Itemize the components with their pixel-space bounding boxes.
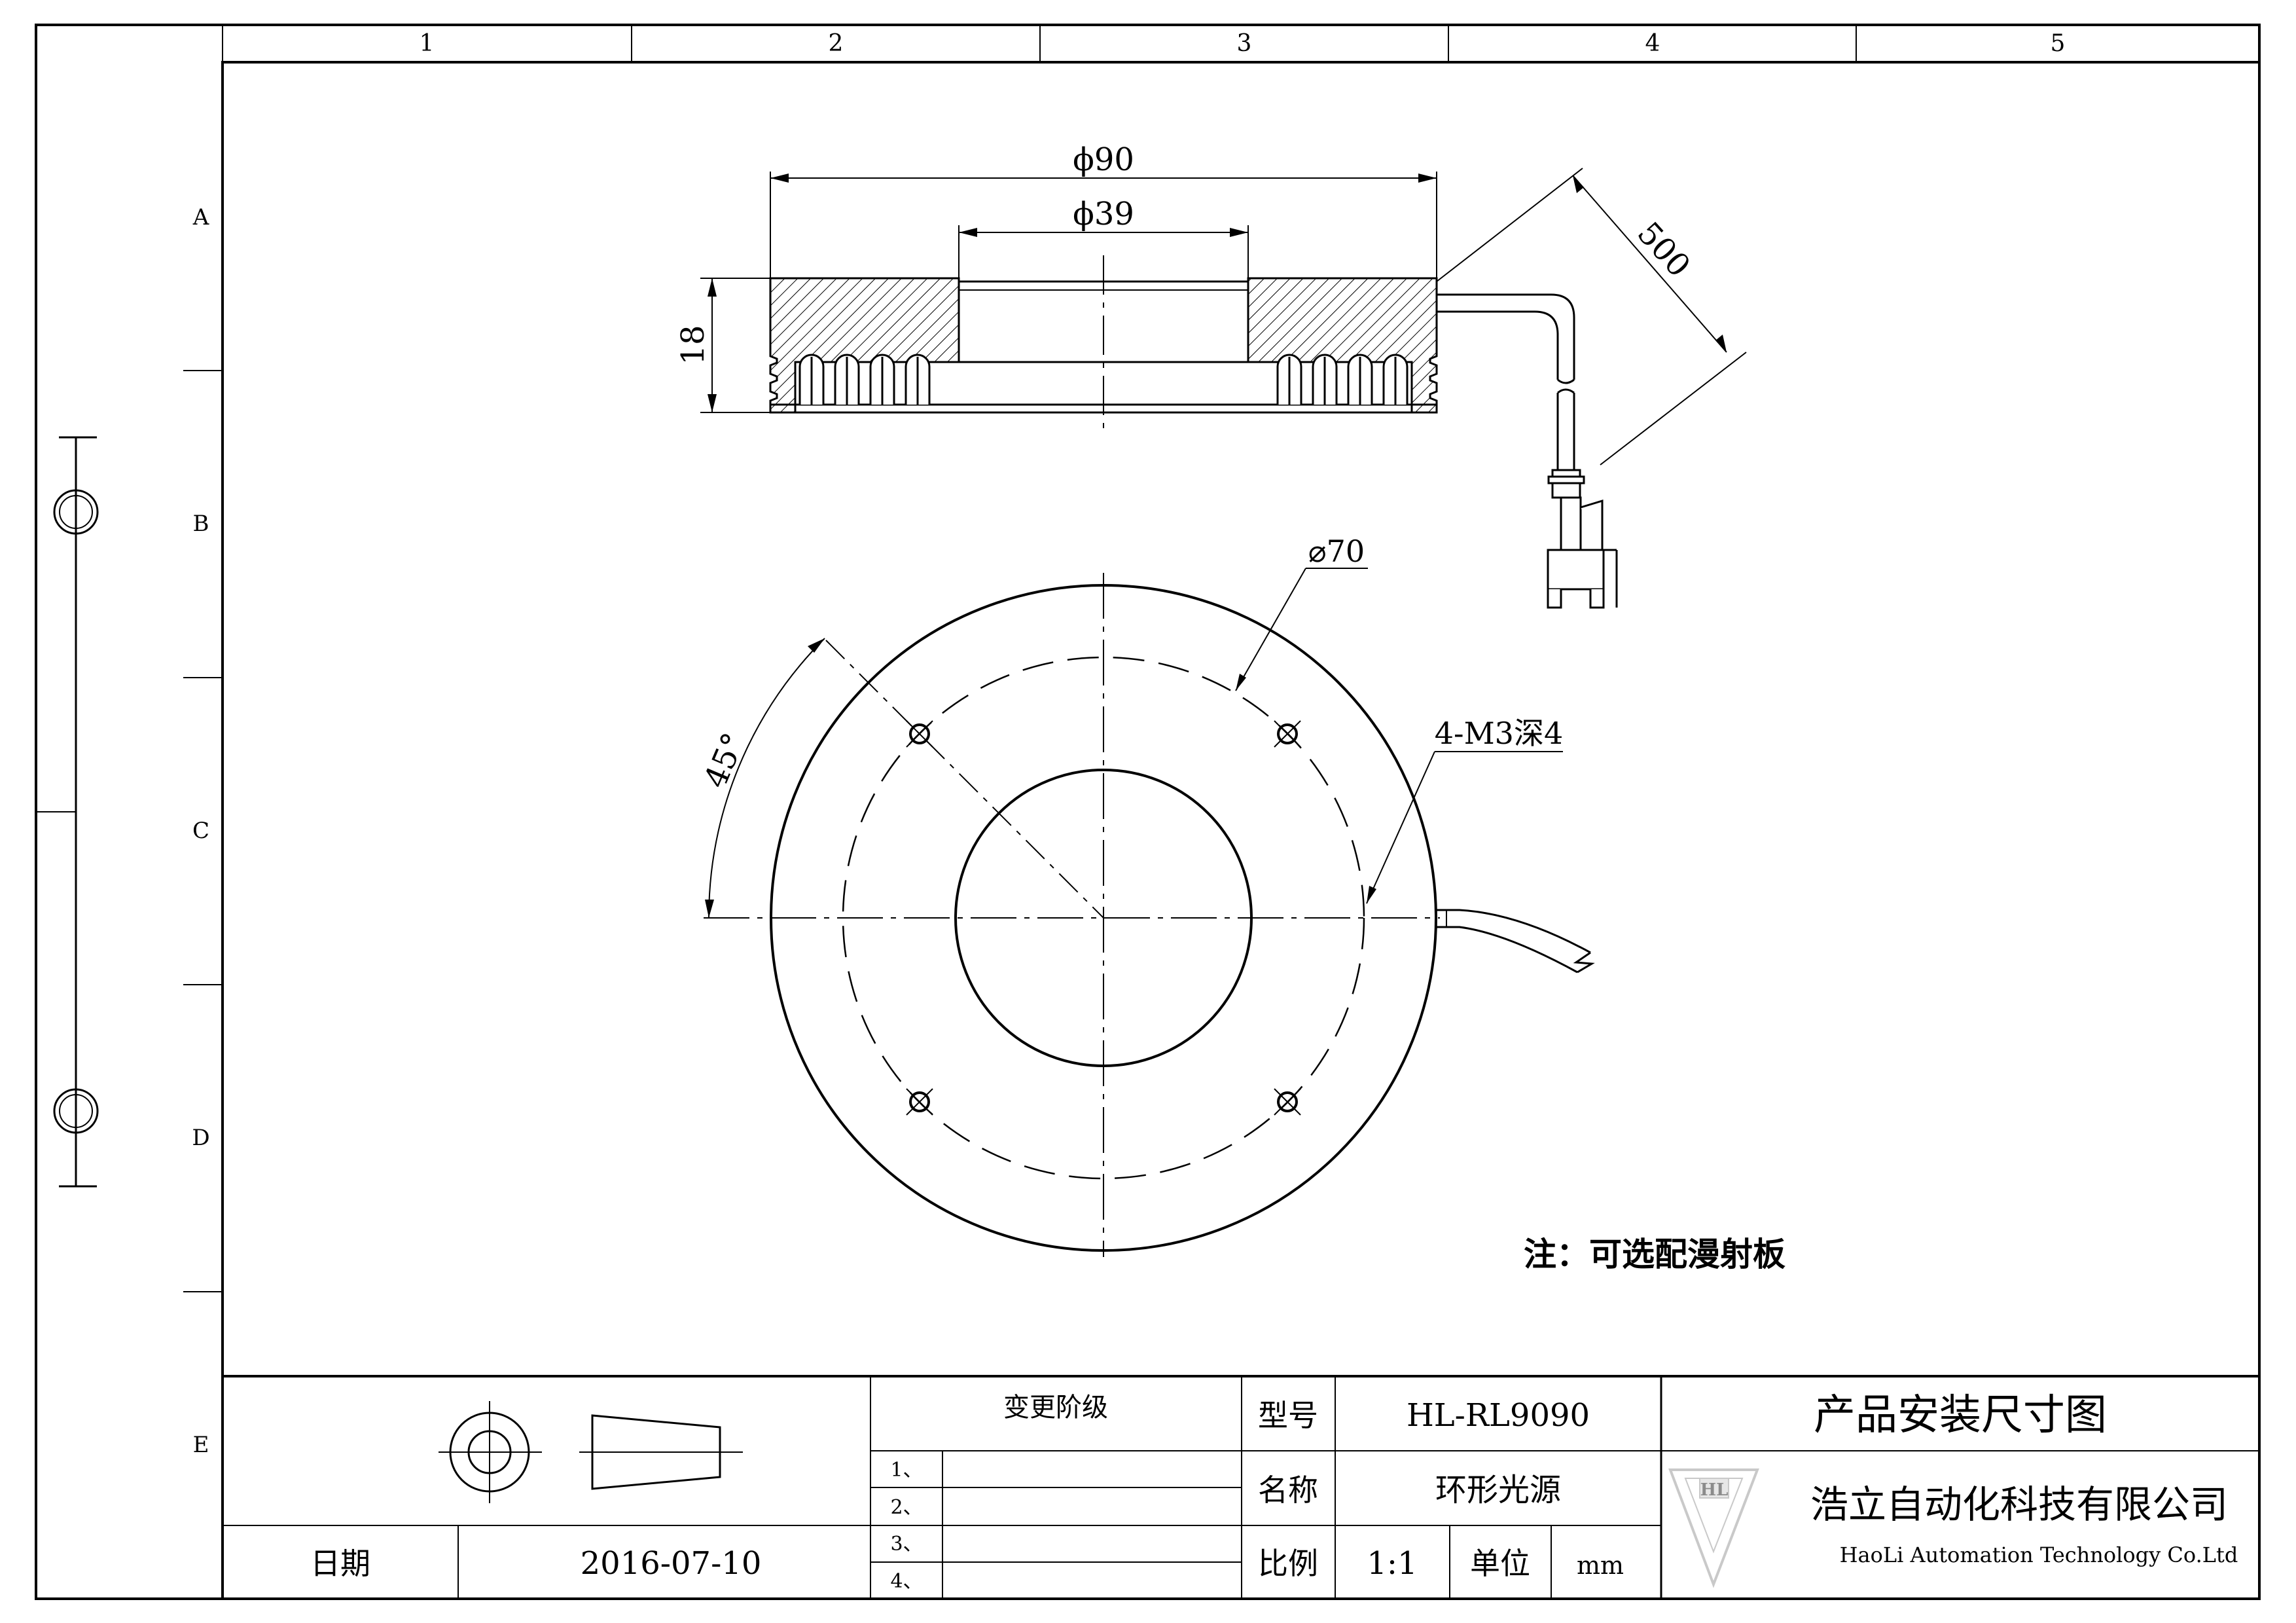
name-value: 环形光源: [1435, 1472, 1561, 1508]
dim-height: 18: [675, 325, 711, 365]
drawing-title: 产品安装尺寸图: [1814, 1391, 2107, 1440]
company-name-en: HaoLi Automation Technology Co.Ltd: [1840, 1542, 2238, 1567]
side-view: ϕ90 ϕ39 18: [675, 141, 1747, 609]
dim-outer-diameter: ϕ90: [1073, 141, 1134, 178]
mounting-hole: [1277, 1091, 1298, 1112]
dim-cable-length: 500: [1630, 215, 1697, 285]
dim-angle: 45°: [697, 728, 753, 793]
bolt-circle: [842, 656, 1365, 1180]
connector: [1547, 469, 1618, 609]
date-label: 日期: [310, 1546, 370, 1581]
column-label: 3: [1237, 30, 1252, 57]
mounting-hole: [909, 1091, 930, 1112]
name-label: 名称: [1258, 1472, 1318, 1508]
cable: [1437, 293, 1575, 470]
mounting-hole: [909, 723, 930, 744]
scale-label: 比例: [1258, 1546, 1318, 1581]
column-label: 2: [829, 30, 844, 57]
housing-section-right: [1247, 277, 1438, 414]
mounting-holes: [906, 720, 1301, 1116]
row-label: C: [192, 818, 209, 844]
front-view: 45° ⌀70 4-M3深4: [697, 534, 1595, 1257]
outer-border: [35, 24, 2261, 1600]
change-row-label: 4、: [890, 1570, 922, 1593]
model-label: 型号: [1258, 1398, 1318, 1433]
company-name-cn: 浩立自动化科技有限公司: [1810, 1482, 2228, 1527]
company-logo-icon: HL: [1668, 1468, 1759, 1588]
row-label: B: [193, 511, 209, 537]
column-ruler: 1 2 3 4 5: [420, 25, 2066, 62]
row-ruler: A B C D E: [183, 204, 223, 1458]
model-value: HL-RL9090: [1407, 1397, 1590, 1434]
unit-value: mm: [1577, 1551, 1624, 1580]
note: 注：可选配漫射板: [1524, 1235, 1785, 1273]
dim-holes: 4-M3深4: [1435, 716, 1563, 751]
logo-text: HL: [1700, 1480, 1729, 1500]
projection-symbol-icon: [439, 1401, 743, 1503]
row-label: E: [193, 1432, 209, 1458]
led-row-right: [1276, 354, 1408, 405]
led-row-left: [798, 354, 931, 405]
binding-marks: [36, 436, 99, 1188]
housing-section-left: [769, 277, 960, 414]
row-label: A: [192, 204, 209, 230]
column-label: 4: [1645, 30, 1660, 57]
change-row-label: 2、: [890, 1496, 922, 1519]
inner-border: [221, 61, 2261, 1600]
change-level-label: 变更阶级: [1003, 1393, 1108, 1423]
dim-inner-diameter: ϕ39: [1073, 196, 1134, 232]
dim-bolt-circle: ⌀70: [1308, 534, 1365, 569]
column-label: 5: [2051, 30, 2066, 57]
column-label: 1: [420, 30, 435, 57]
change-row-label: 3、: [890, 1533, 922, 1556]
change-row-label: 1、: [890, 1459, 922, 1482]
mounting-hole: [1277, 723, 1298, 744]
title-block: 变更阶级 1、 2、 3、 4、 日期 2016-07-10 型号 HL-RL9…: [223, 1375, 2259, 1599]
row-label: D: [192, 1125, 209, 1151]
front-cable: [1435, 909, 1595, 974]
unit-label: 单位: [1470, 1546, 1530, 1581]
scale-value: 1:1: [1367, 1545, 1417, 1582]
date-value: 2016-07-10: [581, 1545, 762, 1582]
